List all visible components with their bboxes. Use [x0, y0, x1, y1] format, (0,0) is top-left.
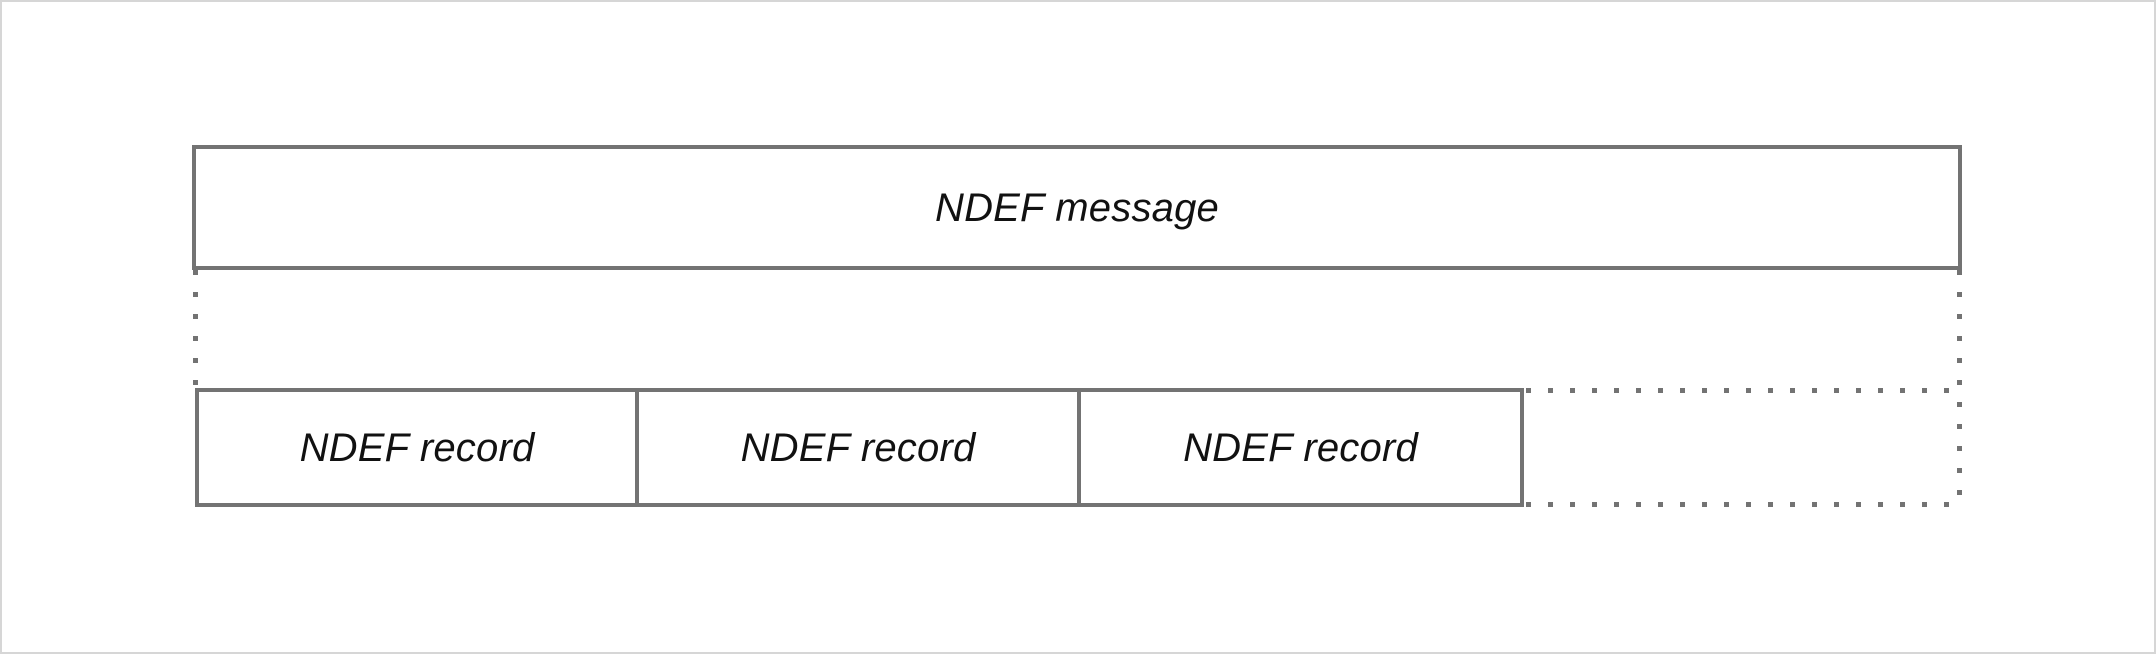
ndef-message-label: NDEF message [935, 185, 1219, 230]
record-placeholder-bottom-edge [1526, 502, 1960, 507]
ndef-record-label: NDEF record [740, 425, 976, 470]
expansion-guide-left [193, 270, 198, 392]
ndef-record-box: NDEF record [1077, 388, 1524, 507]
ndef-record-box: NDEF record [635, 388, 1081, 507]
ndef-record-label: NDEF record [1183, 425, 1418, 470]
ndef-message-box: NDEF message [192, 145, 1962, 270]
ndef-record-box: NDEF record [195, 388, 639, 507]
ndef-record-label: NDEF record [299, 425, 535, 470]
record-placeholder-top-edge [1526, 388, 1960, 393]
